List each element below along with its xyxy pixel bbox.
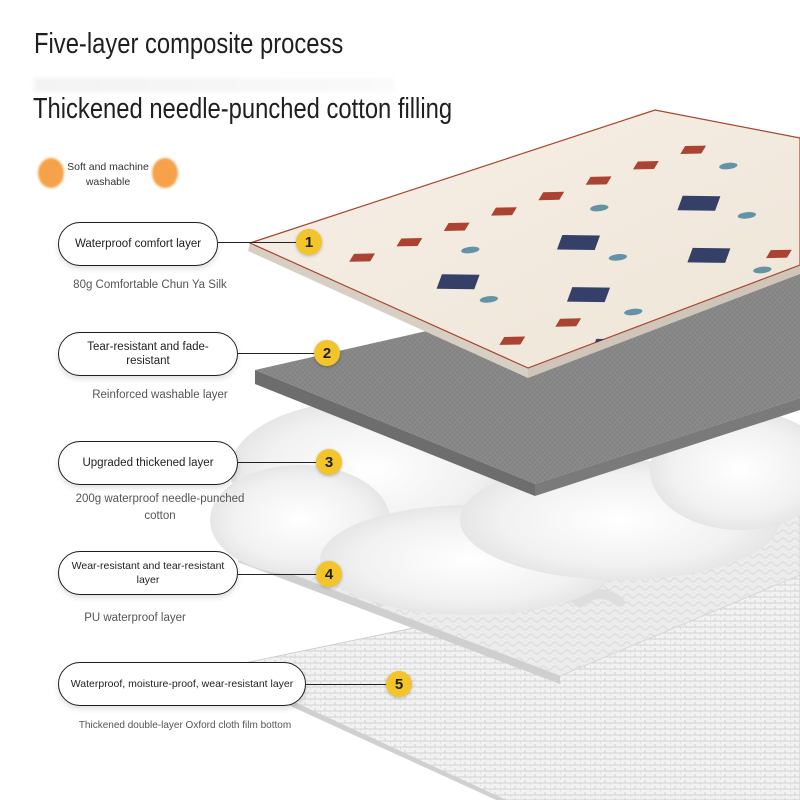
badge-text: Soft and machine washable <box>67 161 149 188</box>
layer-2-caption: Reinforced washable layer <box>92 389 228 401</box>
layer-5-caption: Thickened double-layer Oxford cloth film… <box>78 720 292 731</box>
layer-5-number: 5 <box>386 671 412 697</box>
orange-leaf-icon <box>38 158 64 188</box>
soft-washable-badge: Soft and machine washable <box>38 152 178 194</box>
layer-5-label: Waterproof, moisture-proof, wear-resista… <box>58 662 306 706</box>
layer-4-label: Wear-resistant and tear-resistant layer <box>58 551 238 595</box>
faded-banner-text <box>34 78 394 92</box>
layer-2-label: Tear-resistant and fade-resistant <box>58 332 238 376</box>
layer-2-number: 2 <box>314 340 340 366</box>
layer-1-connector <box>218 242 300 244</box>
layer-3-label: Upgraded thickened layer <box>58 441 238 485</box>
orange-leaf-icon <box>152 158 178 188</box>
layer-5-connector <box>306 684 392 686</box>
layer-1-number: 1 <box>296 229 322 255</box>
layer-3-connector <box>238 462 320 464</box>
page-title: Five-layer composite process <box>34 28 344 60</box>
layer-1-label: Waterproof comfort layer <box>58 222 218 266</box>
printed-top-layer <box>248 109 800 378</box>
layer-3-number: 3 <box>316 449 342 475</box>
page-subtitle: Thickened needle-punched cotton filling <box>33 93 453 125</box>
layer-4-connector <box>238 574 318 576</box>
layer-3-caption: 200g waterproof needle-punched cotton <box>75 493 245 522</box>
layer-1-caption: 80g Comfortable Chun Ya Silk <box>73 279 227 291</box>
layer-2-connector <box>238 353 318 355</box>
layer-4-caption: PU waterproof layer <box>84 612 186 624</box>
layer-4-number: 4 <box>316 561 342 587</box>
